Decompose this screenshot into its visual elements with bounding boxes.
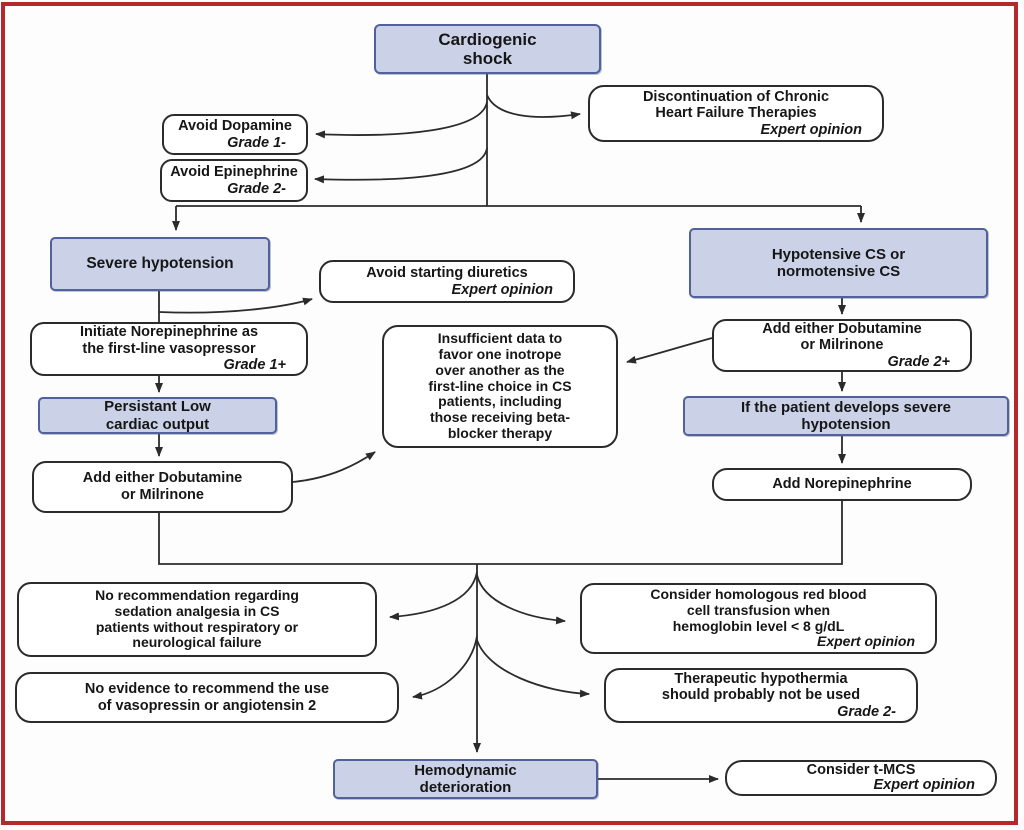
node-grade-note: Grade 2-: [227, 180, 286, 197]
connector-left-to-insufficient: [292, 451, 376, 483]
node-label: Avoid starting diuretics: [366, 264, 528, 281]
node-label: Severe hypotension: [86, 255, 234, 273]
node-label: Initiate Norepinephrine as the first-lin…: [79, 324, 259, 357]
node-no-evidence-vasopressin: No evidence to recommend the use of vaso…: [15, 672, 399, 723]
node-hypotensive-cs: Hypotensive CS or normotensive CS: [689, 228, 988, 298]
connector-right-to-insufficient: [626, 337, 713, 364]
node-insufficient-data: Insufficient data to favor one inotrope …: [382, 325, 618, 448]
node-avoid-diuretics: Avoid starting diuretics Expert opinion: [319, 260, 575, 303]
node-add-dobutamine-milrinone-right: Add either Dobutamine or Milrinone Grade…: [712, 319, 972, 372]
node-avoid-dopamine: Avoid Dopamine Grade 1-: [162, 114, 308, 155]
node-label: Discontinuation of Chronic Heart Failure…: [642, 88, 830, 122]
node-label: Persistant Low cardiac output: [104, 398, 211, 433]
node-discontinuation: Discontinuation of Chronic Heart Failure…: [588, 85, 884, 142]
connector-to-transfusion: [476, 574, 566, 625]
node-cardiogenic-shock: Cardiogenic shock: [374, 24, 601, 74]
node-add-norepinephrine: Add Norepinephrine: [712, 468, 972, 501]
node-therapeutic-hypothermia: Therapeutic hypothermia should probably …: [604, 668, 918, 723]
node-grade-note: Grade 1-: [227, 134, 286, 151]
node-grade-note: Grade 2+: [887, 353, 950, 370]
connector-to-no-evidence: [412, 635, 478, 700]
connector-to-discontinuation: [486, 94, 581, 120]
node-label: Consider t-MCS: [806, 762, 916, 779]
node-label: Consider homologous red blood cell trans…: [650, 585, 867, 634]
node-label: Insufficient data to favor one inotrope …: [428, 329, 572, 442]
node-grade-note: Expert opinion: [873, 777, 976, 793]
node-label: Therapeutic hypothermia should probably …: [661, 670, 861, 704]
node-label: Add Norepinephrine: [772, 476, 912, 493]
node-label: Cardiogenic shock: [438, 29, 537, 68]
node-label: Hemodynamic deterioration: [414, 761, 517, 796]
node-grade-note: Expert opinion: [760, 121, 863, 138]
connector-to-hypothermia: [476, 639, 590, 698]
node-severe-hypotension: Severe hypotension: [50, 237, 270, 291]
node-grade-note: Grade 1+: [223, 357, 286, 374]
node-grade-note: Expert opinion: [451, 281, 554, 298]
node-label: If the patient develops severe hypotensi…: [740, 398, 952, 433]
node-label: Add either Dobutamine or Milrinone: [762, 320, 922, 354]
node-avoid-epinephrine: Avoid Epinephrine Grade 2-: [160, 159, 308, 202]
node-label: No evidence to recommend the use of vaso…: [84, 680, 330, 714]
node-label: Avoid Epinephrine: [170, 163, 298, 180]
node-persistent-low-cardiac-output: Persistant Low cardiac output: [38, 397, 277, 434]
node-hemodynamic-deterioration: Hemodynamic deterioration: [333, 759, 598, 799]
node-label: No recommendation regarding sedation ana…: [95, 586, 299, 651]
node-add-dobutamine-milrinone-left: Add either Dobutamine or Milrinone: [32, 461, 293, 513]
node-grade-note: Grade 2-: [837, 703, 896, 720]
node-grade-note: Expert opinion: [817, 633, 915, 650]
connector-to-avoid-diuretics: [158, 297, 313, 314]
node-initiate-norepinephrine: Initiate Norepinephrine as the first-lin…: [30, 322, 308, 376]
node-label: Add either Dobutamine or Milrinone: [82, 470, 243, 503]
node-develops-severe-hypotension: If the patient develops severe hypotensi…: [683, 396, 1009, 436]
connector-to-avoid-dopamine: [315, 101, 488, 139]
node-label: Avoid Dopamine: [178, 117, 292, 134]
connector-to-avoid-epinephrine: [314, 147, 488, 184]
node-label: Hypotensive CS or normotensive CS: [771, 245, 906, 280]
node-consider-tmcs: Consider t-MCS Expert opinion: [725, 760, 997, 796]
node-no-recommendation-sedation: No recommendation regarding sedation ana…: [17, 582, 377, 657]
connector-to-no-recommendation: [389, 571, 478, 621]
node-consider-transfusion: Consider homologous red blood cell trans…: [580, 583, 937, 654]
